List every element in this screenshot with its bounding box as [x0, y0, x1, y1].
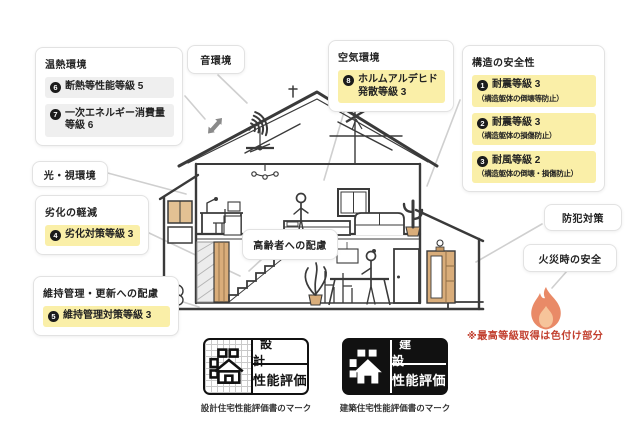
number-badge: 6 — [50, 82, 61, 93]
panel-fire-safety: 火災時の安全 — [523, 244, 617, 272]
panel-title: 維持管理・更新への配慮 — [43, 289, 159, 300]
number-badge: 2 — [477, 117, 488, 129]
panel-light: 光・視環境 — [32, 161, 108, 187]
rating-item: 3 耐風等級 2 （構造躯体の倒壊・損傷防止） — [472, 150, 596, 183]
panel-title: 構造の安全性 — [472, 58, 535, 69]
mark-top-label: 設 計 — [253, 340, 307, 368]
rating-sub-label: （構造躯体の損傷防止） — [477, 131, 557, 141]
panel-title: 高齢者への配慮 — [253, 241, 327, 252]
number-badge: 7 — [50, 108, 61, 120]
design-mark-caption: 設計住宅性能評価書のマーク — [200, 403, 312, 413]
rating-sub-label: （構造躯体の倒壊・損傷防止） — [477, 169, 578, 179]
construction-mark-caption: 建築住宅性能評価書のマーク — [339, 403, 451, 413]
number-badge: 8 — [343, 75, 354, 86]
panel-title: 温熱環境 — [45, 60, 87, 71]
panel-deterioration: 劣化の軽減 4 劣化対策等級 3 — [35, 195, 149, 255]
number-badge: 4 — [50, 230, 61, 241]
rating-sub-label: （構造躯体の倒壊等防止） — [477, 93, 564, 103]
panel-title: 空気環境 — [338, 53, 380, 64]
design-mark-house-icon — [205, 340, 251, 393]
number-badge: 3 — [477, 155, 488, 167]
first-floor-furniture — [304, 239, 456, 306]
mark-bottom-label: 性能評価 — [392, 372, 447, 388]
construction-evaluation-mark: 建 設 性能評価 — [342, 338, 448, 395]
panel-title: 防犯対策 — [562, 214, 604, 225]
rating-item: 8 ホルムアルデヒド発散等級 3 — [338, 70, 445, 103]
rating-item: 4 劣化対策等級 3 — [45, 225, 140, 246]
number-badge: 5 — [48, 311, 59, 322]
construction-mark-house-icon — [344, 340, 390, 393]
highest-grade-note: ※最高等級取得は色付け部分 — [467, 331, 604, 342]
ceiling-fan-icon — [246, 128, 274, 153]
panel-title: 光・視環境 — [43, 170, 97, 182]
panel-air: 空気環境 8 ホルムアルデヒド発散等級 3 — [328, 40, 454, 112]
rating-item: 6 断熱等性能等級 5 — [45, 77, 174, 98]
panel-sound: 音環境 — [187, 45, 245, 74]
pendant-light-icon — [251, 164, 279, 180]
panel-title: 火災時の安全 — [538, 254, 602, 266]
rating-item: 1 耐震等級 3 （構造躯体の倒壊等防止） — [472, 75, 596, 107]
panel-title: 音環境 — [200, 56, 232, 67]
panel-maintenance: 維持管理・更新への配慮 5 維持管理対策等級 3 — [33, 276, 179, 336]
design-evaluation-mark: 設 計 性能評価 — [203, 338, 309, 395]
rating-item: 7 一次エネルギー消費量等級 6 — [45, 103, 174, 137]
panel-thermal: 温熱環境 6 断熱等性能等級 5 7 一次エネルギー消費量等級 6 — [35, 47, 183, 146]
person-first-floor — [361, 249, 377, 305]
mark-top-label: 建 設 — [392, 340, 446, 368]
panel-elderly: 高齢者への配慮 — [242, 229, 338, 260]
panel-title: 劣化の軽減 — [45, 208, 98, 219]
mark-bottom-label: 性能評価 — [253, 372, 308, 388]
sound-wave-icon — [247, 111, 268, 137]
double-arrow-icon — [208, 118, 222, 134]
panel-structure: 構造の安全性 1 耐震等級 3 （構造躯体の倒壊等防止） 2 耐震等級 3 （構… — [462, 45, 605, 192]
flame-icon — [531, 287, 561, 330]
rating-item: 2 耐震等級 3 （構造躯体の損傷防止） — [472, 112, 596, 145]
rating-item: 5 維持管理対策等級 3 — [43, 306, 170, 327]
panel-security: 防犯対策 — [544, 204, 622, 231]
number-badge: 1 — [477, 80, 488, 91]
